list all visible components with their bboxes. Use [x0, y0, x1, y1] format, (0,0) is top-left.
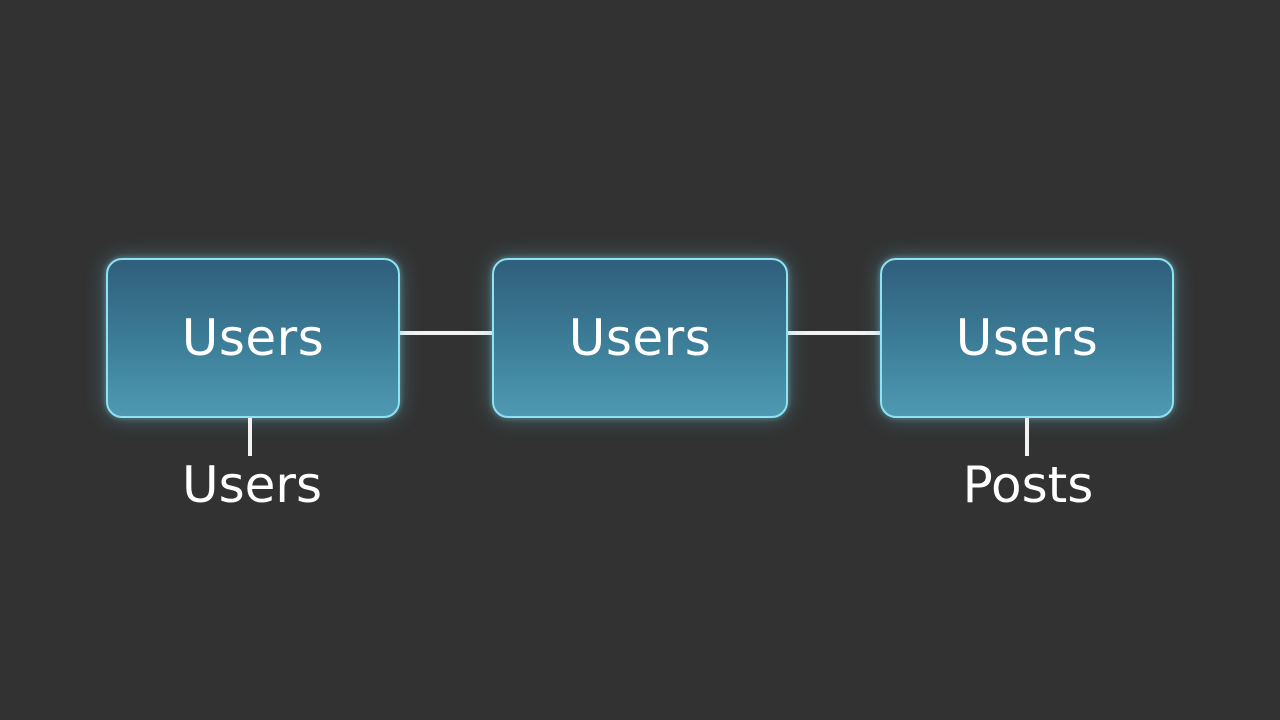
node-label: Users — [181, 309, 325, 367]
node-users-3: Users — [880, 258, 1174, 418]
connector-node3-sublabel — [1025, 418, 1029, 456]
node-users-1: Users — [106, 258, 400, 418]
node-label: Users — [955, 309, 1099, 367]
connector-node1-sublabel — [248, 418, 252, 456]
connector-node1-node2 — [400, 331, 492, 335]
node-label: Users — [568, 309, 712, 367]
sub-label-posts: Posts — [962, 456, 1094, 514]
node-users-2: Users — [492, 258, 788, 418]
connector-node2-node3 — [788, 331, 880, 335]
sub-label-users: Users — [181, 456, 322, 514]
